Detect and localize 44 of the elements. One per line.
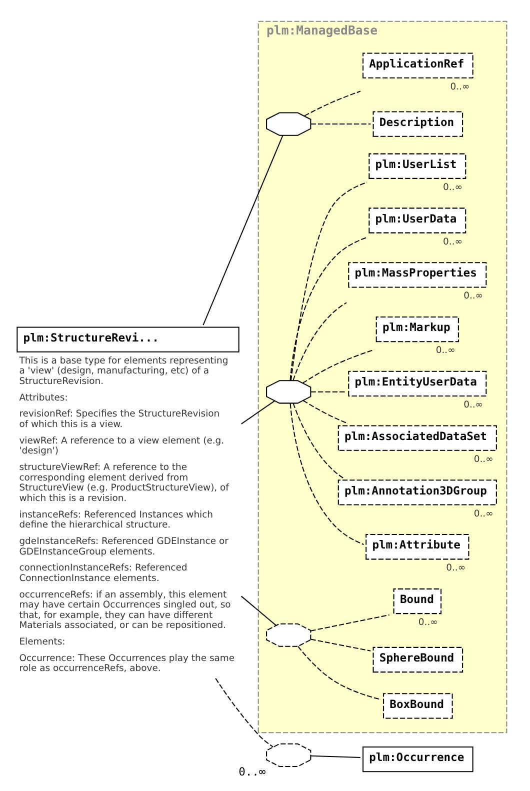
- node-label: 0..∞: [238, 765, 266, 778]
- connector: [292, 402, 344, 478]
- connector: [310, 638, 371, 651]
- connector: [310, 390, 346, 392]
- connector: [302, 348, 374, 384]
- node-label: 0..∞: [446, 562, 466, 574]
- node-label: 0..∞: [474, 508, 494, 519]
- connector: [304, 90, 361, 116]
- connector: [292, 302, 347, 380]
- node-label: 0..∞: [464, 398, 483, 410]
- node-label: revisionRef: Specifies the StructureRevision of which this is a view.: [19, 408, 220, 430]
- connector: [202, 134, 284, 325]
- node-label: occurrenceRefs: if an assembly, this element may have certain Occurrences singled out, so that, for example, they can have different Materials associated, or can be repositioned.: [19, 588, 231, 631]
- connector: [310, 614, 390, 631]
- node-label: 0..∞: [474, 453, 494, 464]
- connector: [298, 646, 382, 700]
- node-label: Elements:: [19, 636, 66, 648]
- node-label: Occurrence: These Occurrences play the same role as occurrenceRefs, above.: [19, 652, 235, 674]
- node-label: viewRef: A reference to a view element (e.g. 'design'): [19, 434, 224, 456]
- connector: [290, 236, 368, 380]
- node-label: 0..∞: [436, 344, 456, 356]
- node-label: 0..∞: [418, 616, 438, 628]
- node-label: instanceRefs: Referenced Instances which define the hierarchical structure.: [19, 508, 214, 530]
- connector: [310, 123, 371, 124]
- connector: [215, 678, 274, 747]
- connector: [290, 181, 368, 380]
- connector: [290, 402, 364, 544]
- node-label: gdeInstanceRefs: Referenced GDEInstance or GDEInstanceGroup elements.: [19, 535, 228, 557]
- node-octagon: [266, 112, 312, 136]
- node-octagon: [266, 742, 312, 766]
- connector: [241, 400, 275, 424]
- node-octagon: [266, 380, 312, 404]
- connector: [302, 400, 348, 424]
- node-octagon: [266, 622, 312, 646]
- node-label: 0..∞: [450, 80, 470, 92]
- node-label: 0..∞: [443, 236, 462, 247]
- node-label: 0..∞: [464, 290, 483, 302]
- node-label: 0..∞: [443, 181, 462, 192]
- node-label: This is a base type for elements representing a 'view' (design, manufacturing, etc) of a StructureRevision.: [19, 354, 228, 386]
- node-label: connectionInstanceRefs: Referenced ConnectionInstance elements.: [19, 562, 188, 584]
- connector: [310, 754, 360, 758]
- node-label: structureViewRef: A reference to the corresponding element derived from StructureView (e.g. ProductStructureView), of which this is a revision.: [19, 462, 229, 504]
- connector: [240, 595, 276, 626]
- node-label: Attributes:: [19, 392, 68, 403]
